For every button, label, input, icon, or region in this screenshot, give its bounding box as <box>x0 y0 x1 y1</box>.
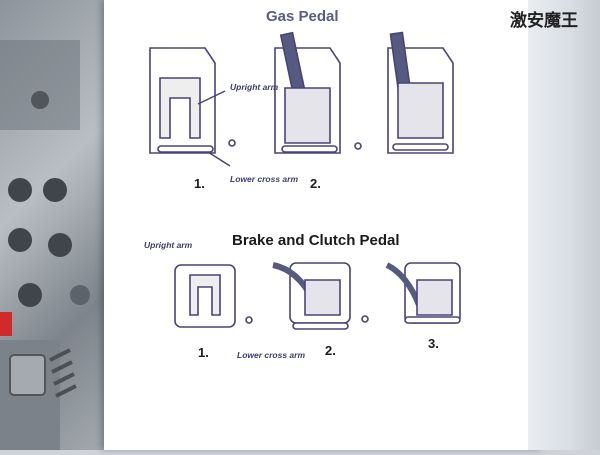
brake-clutch-diagrams <box>174 262 461 330</box>
metal-plate-drawing <box>0 40 90 450</box>
brake-lower-cross-arm-label: Lower cross arm <box>237 350 306 360</box>
gas-pedal-title: Gas Pedal <box>266 8 339 25</box>
gas-lower-cross-arm-label: Lower cross arm <box>230 174 299 184</box>
brake-upright-arm-label: Upright arm <box>144 240 193 250</box>
gas-pedal-diagrams <box>149 31 454 167</box>
gas-step-1: 1. <box>194 176 205 191</box>
metal-pedal-plate <box>0 0 120 450</box>
brake-step-3: 3. <box>428 336 439 351</box>
brake-clutch-title: Brake and Clutch Pedal <box>232 232 400 249</box>
brake-step-1: 1. <box>198 345 209 360</box>
gas-upright-arm-label: Upright arm <box>230 82 279 92</box>
card-edge <box>528 0 600 450</box>
watermark: 激安魔王 <box>510 11 578 31</box>
gas-step-2: 2. <box>310 176 321 191</box>
brake-step-2: 2. <box>325 343 336 358</box>
